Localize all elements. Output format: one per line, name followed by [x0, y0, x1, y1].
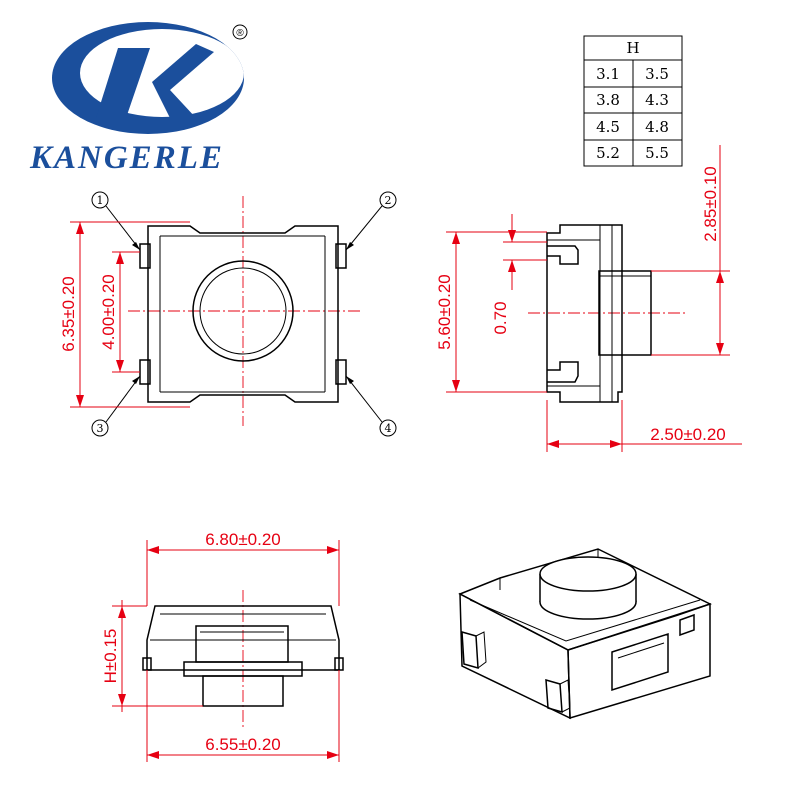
h-table-cell: 5.5: [645, 144, 669, 162]
h-table-cell: 3.1: [596, 65, 620, 83]
h-table-cell: 4.3: [645, 91, 669, 109]
pin-callout-4: 4: [345, 375, 397, 437]
top-view-pin-2: [335, 243, 347, 269]
h-table-cell: 4.5: [596, 118, 620, 136]
dim-front-view-height: H±0.15: [101, 600, 203, 712]
side-view-body: [546, 224, 623, 403]
pin-callout-3: 3: [91, 375, 141, 437]
registered-mark: ®: [236, 28, 244, 39]
top-view-pin-1: [139, 243, 151, 269]
side-view-actuator: [598, 270, 652, 356]
iso-side-window: [611, 632, 669, 692]
top-view-actuator-outer: [192, 260, 294, 362]
logo-letter-k-arm: [152, 44, 214, 118]
front-view: 6.80±0.20 H±0.15 6.55±0.20: [101, 530, 344, 762]
iso-actuator: [539, 556, 637, 620]
dim-side-view-height: 5.60±0.20: [435, 231, 547, 393]
dim-front-view-top-width: 6.80±0.20: [146, 530, 340, 606]
front-view-actuator: [202, 675, 284, 707]
isometric-view: [458, 548, 712, 720]
dim-side-view-width: 2.50±0.20: [546, 400, 742, 452]
top-view-body: [147, 225, 339, 403]
iso-pin-left-bottom: [545, 678, 563, 714]
dim-label-4.00: 4.00±0.20: [99, 274, 118, 350]
side-view-pin-bottom: [547, 361, 579, 383]
front-view-window: [195, 625, 289, 663]
dim-side-view-pin: 0.70: [491, 214, 547, 335]
h-table-header: H: [626, 39, 639, 57]
h-table-cell: 3.8: [596, 91, 620, 109]
iso-pin-right: [679, 613, 695, 637]
brand-name: KANGERLE: [29, 140, 224, 176]
svg-text:2: 2: [385, 194, 392, 207]
iso-right-face: [567, 602, 711, 719]
dim-label-6.35: 6.35±0.20: [59, 276, 78, 352]
side-view-pin-top: [547, 245, 579, 265]
dim-label-5.60: 5.60±0.20: [435, 274, 454, 350]
logo-letter-k-stem: [96, 48, 150, 118]
dim-label-6.55: 6.55±0.20: [205, 735, 281, 754]
dim-label-2.50: 2.50±0.20: [650, 425, 726, 444]
registered-mark-circle: [232, 24, 248, 40]
dim-top-view-height: 6.35±0.20: [59, 221, 190, 408]
dim-label-6.80: 6.80±0.20: [205, 530, 281, 549]
svg-text:1: 1: [97, 194, 104, 207]
dim-front-view-bottom-width: 6.55±0.20: [146, 670, 340, 762]
side-view: 5.60±0.20 0.70 2.85±0.10: [435, 145, 742, 452]
h-table-cell: 4.8: [645, 118, 669, 136]
iso-pin-left-top: [461, 630, 479, 670]
svg-text:4: 4: [385, 422, 392, 435]
top-view: 1 2 3 4 6.35±0.20: [59, 191, 397, 437]
top-view-pin-4: [335, 359, 347, 385]
h-table-cell: 5.2: [596, 144, 620, 162]
pin-callout-2: 2: [345, 191, 397, 251]
dim-side-view-actuator: 2.85±0.10: [651, 145, 730, 356]
brand-logo: ® KANGERLE: [29, 22, 248, 176]
h-table-cell: 3.5: [645, 65, 669, 83]
pin-callout-1: 1: [91, 191, 141, 251]
top-view-actuator-inner: [199, 267, 287, 355]
svg-text:3: 3: [97, 422, 104, 435]
h-table: H 3.1 3.5 3.8 4.3 4.5 4.8 5.2 5.5: [583, 35, 683, 167]
dim-label-0.70: 0.70: [491, 301, 510, 334]
dim-top-view-pitch: 4.00±0.20: [99, 251, 140, 373]
dim-label-2.85: 2.85±0.10: [701, 166, 720, 242]
dim-label-h: H±0.15: [101, 629, 120, 684]
